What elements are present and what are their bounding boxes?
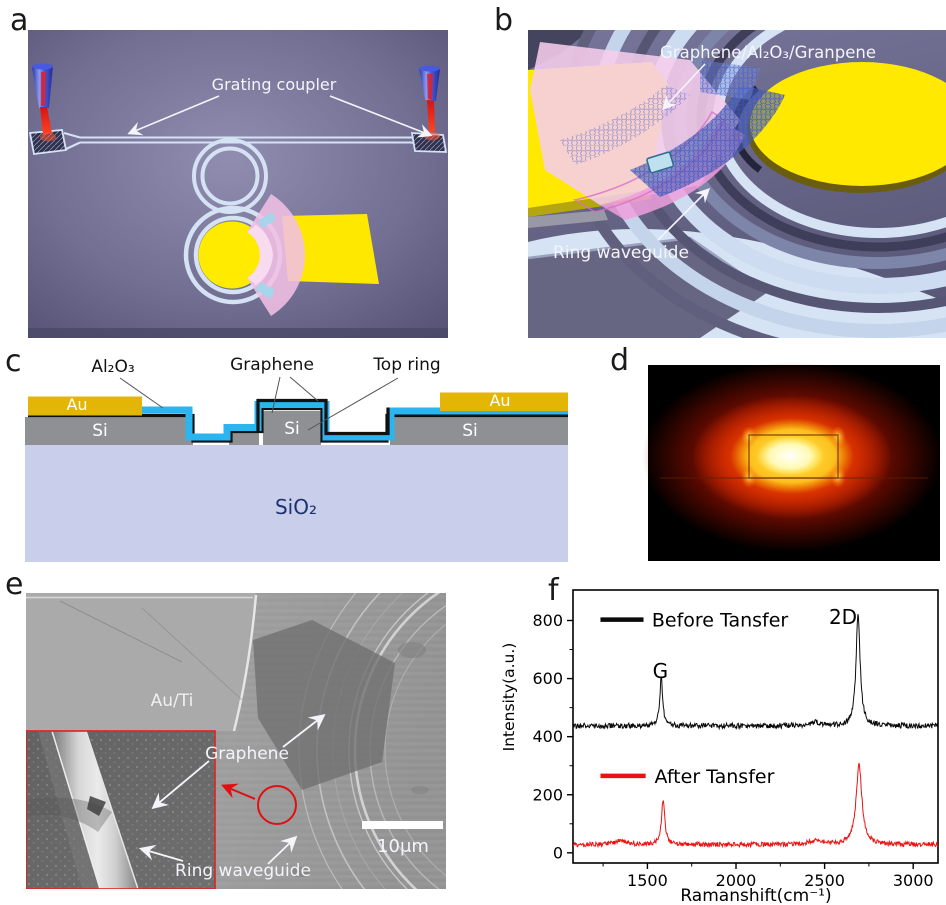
optical-mode-glow [642,362,942,552]
grating-coupler-label: Grating coupler [212,75,337,94]
sem-graphene-flake [253,620,395,790]
y-axis-title: Intensity(a.u.) [500,643,518,752]
scale-bar-label: 10μm [377,836,429,857]
x-axis-title: Ramanshift(cm⁻¹) [680,886,831,905]
si-left-label: Si [92,421,108,441]
legend-label-1: After Tansfer [655,766,775,788]
peak-label-G: G [653,659,669,683]
sio2-substrate [25,445,568,562]
panel-d [642,362,942,561]
sio2-label: SiO₂ [275,495,317,519]
graphene-label-c: Graphene [230,355,314,375]
spectrum-before [573,614,938,731]
si-layer [25,411,568,445]
panel-f-chart: Ramanshift(cm⁻¹) Intensity(a.u.) 1500 200… [500,589,939,905]
ring-waveguide-arrow-b [657,187,711,241]
panel-letter-d: d [610,343,629,378]
x-tick-label: 3000 [893,871,934,890]
gold-disc [750,62,946,186]
y-tick-label: 400 [532,727,563,746]
y-tick-label: 200 [532,785,563,804]
panel-a-base-shadow [28,328,448,338]
al2o3-edge-bottom [256,282,275,299]
panel-letter-e: e [5,567,23,602]
grating-arrow-left [127,95,220,136]
grating-arrow-right [329,95,433,138]
au-left-label: Au [66,395,87,414]
panel-letter-a: a [10,3,28,38]
graphene-label-e: Graphene [205,744,289,764]
panel-letter-f: f [548,573,560,608]
y-tick-label: 800 [532,611,563,630]
stack-label: Graphene/Al₂O₃/Granpene [660,43,876,62]
sem-scene [26,593,446,889]
au-right-label: Au [489,391,510,410]
scale-bar [362,821,443,829]
ring-resonator-top [192,138,268,214]
au-ti-pad [26,593,256,731]
si-center-label: Si [284,419,300,439]
x-tick-label: 1500 [627,871,668,890]
au-ti-label: Au/Ti [151,691,194,711]
fiber-probe-right [419,65,440,141]
au-contact-right [440,392,568,411]
spectrum-after [573,762,938,849]
x-tick-label: 2500 [804,871,845,890]
si-right-label: Si [462,421,478,441]
ring-waveguide-label-b: Ring waveguide [553,243,689,263]
red-arrow [221,783,256,800]
al2o3-label: Al₂O₃ [91,357,134,377]
panel-a: Grating coupler [28,30,448,338]
y-tick-label: 0 [553,843,563,862]
leader-lines [119,376,399,431]
panel-letter-c: c [5,344,22,379]
au-contact-left [28,396,142,416]
legend-label-0: Before Tansfer [652,610,789,632]
gold-pad [282,214,379,284]
panel-e: Au/Ti Graphene Ring waveguide 10μm [26,593,446,889]
waveguide-bridge [646,151,675,174]
gold-electrode-disc [198,221,266,289]
ring-waveguide-label-e: Ring waveguide [175,861,311,881]
al2o3-edge-top [258,212,276,228]
red-highlight-circle [257,785,297,825]
panel-b-scene [528,30,946,338]
peak-label-2D: 2D [829,605,857,629]
y-tick-label: 600 [532,669,563,688]
x-tick-label: 2000 [716,871,757,890]
sem-inset [26,730,216,889]
graphene-top-layer [256,398,390,436]
graphene-flake-inner [247,225,273,285]
panel-b: Graphene/Al₂O₃/Granpene Ring waveguide [528,30,946,338]
stack-arrow [662,63,706,111]
sem-arrows [138,714,326,865]
panel-c: Al₂O₃ Graphene Top ring Au Au Si Si Si S… [25,355,568,562]
chart-frame [572,589,939,864]
fiber-probe-left [32,63,56,142]
graphene-hex-mesh [560,60,785,197]
top-ring-label: Top ring [372,355,440,375]
panel-letter-b: b [494,3,513,38]
